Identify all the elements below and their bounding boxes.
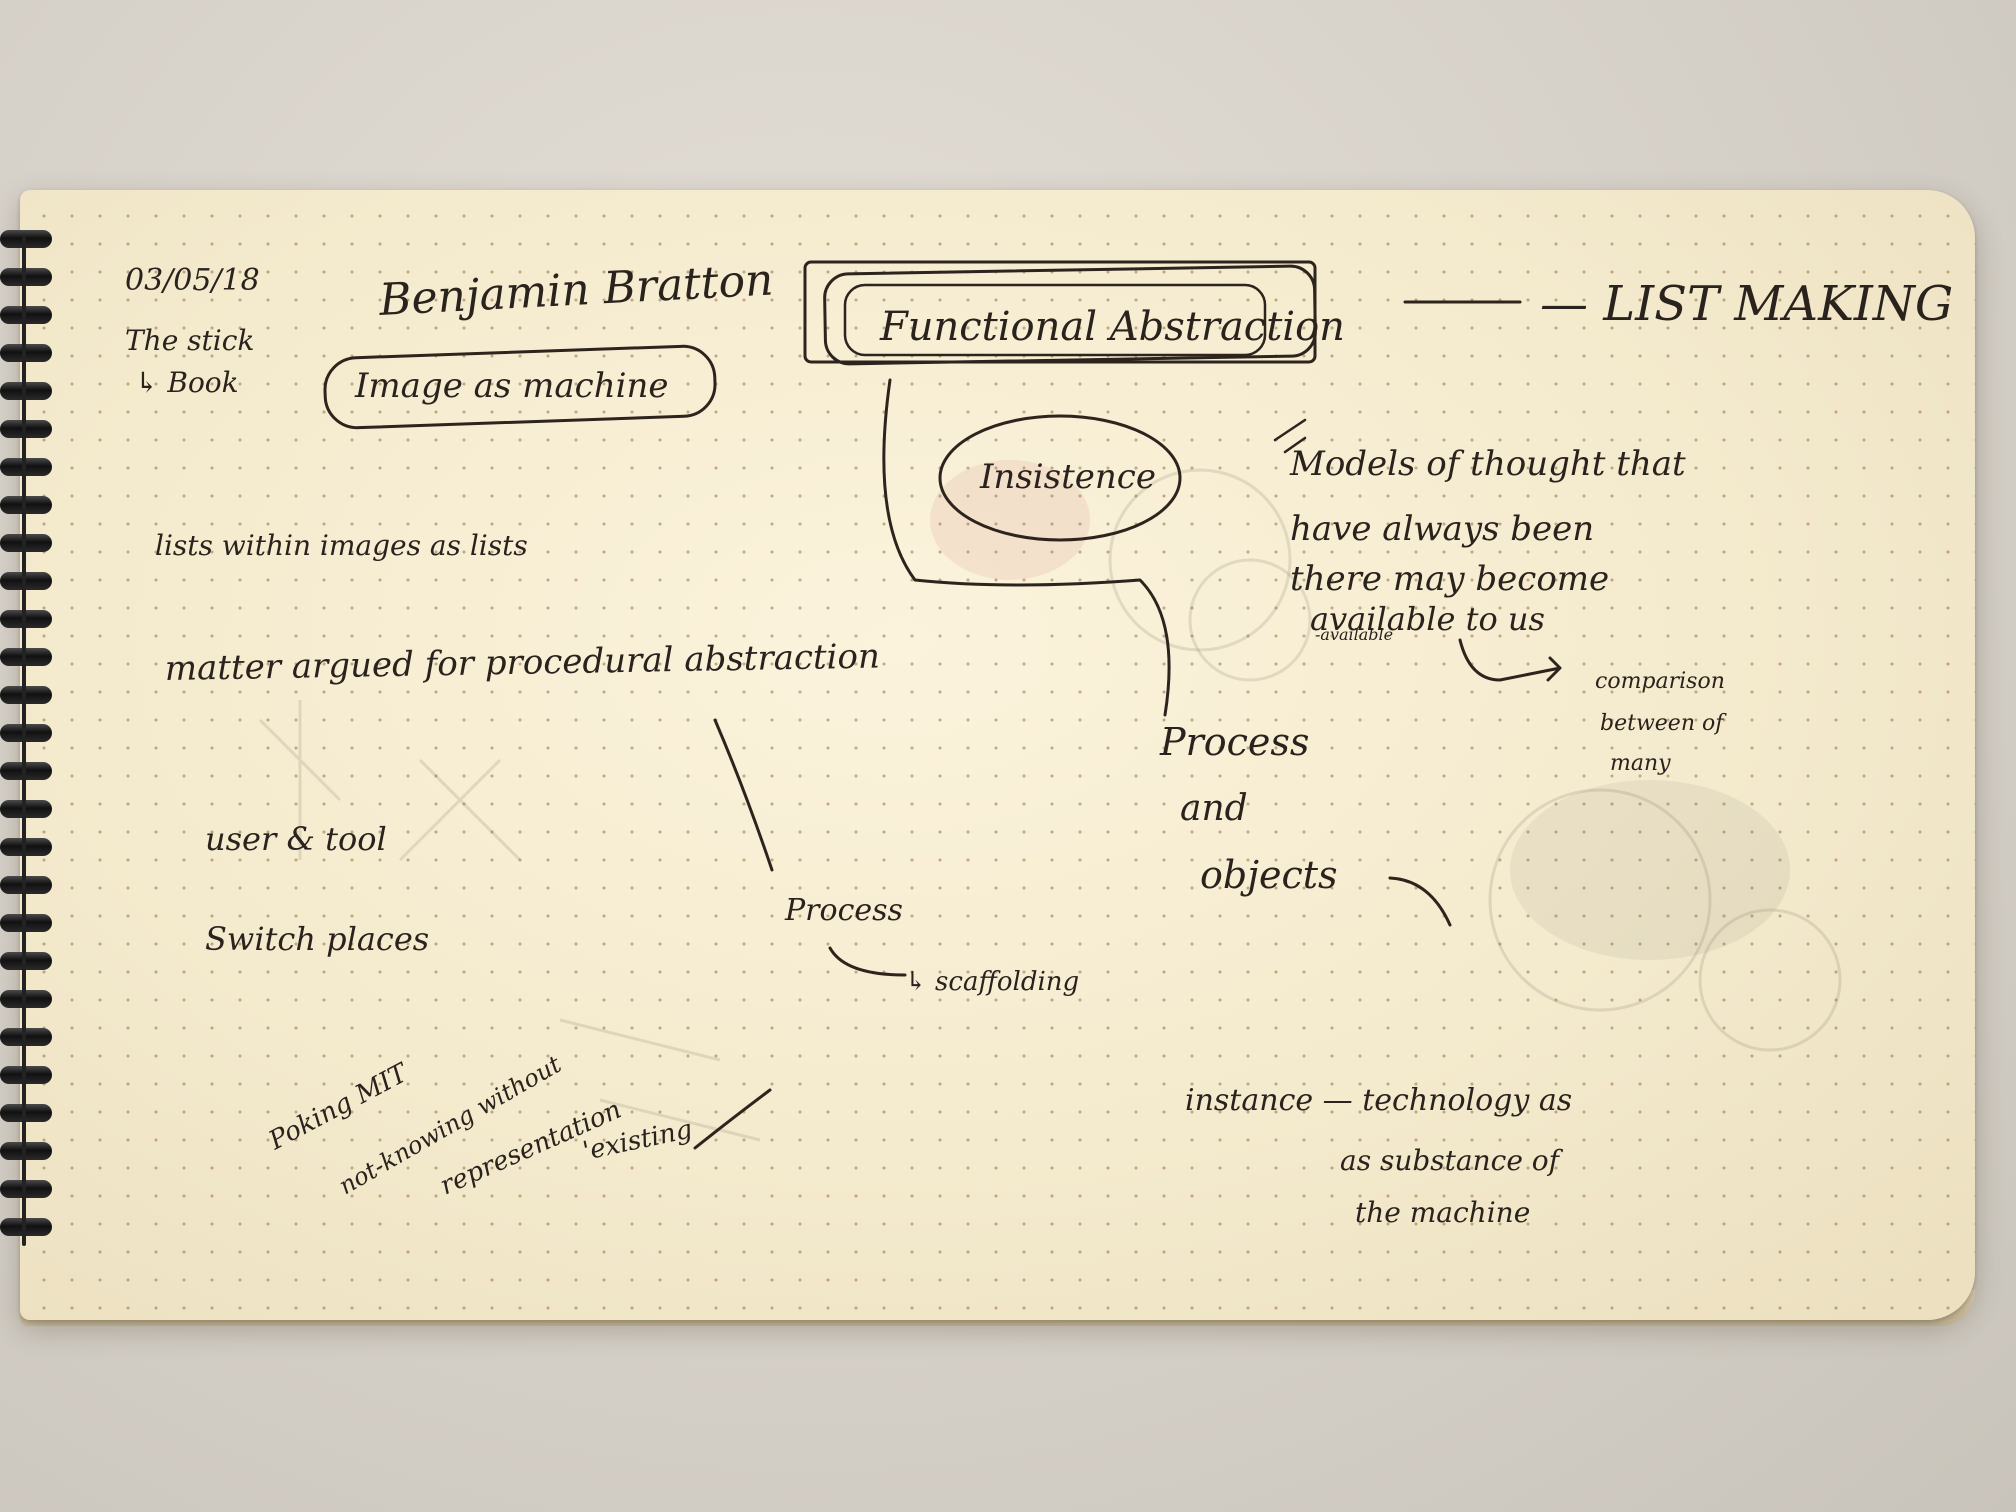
process-objects-line-3: objects bbox=[1200, 853, 1338, 897]
models-line-3: there may become bbox=[1290, 559, 1609, 599]
switch-places-text: Switch places bbox=[205, 920, 429, 958]
models-arrow bbox=[1458, 638, 1562, 682]
functional-abstraction-box bbox=[843, 283, 1267, 357]
models-line-1: Models of thought that bbox=[1289, 444, 1686, 484]
user-tool-text: user & tool bbox=[205, 820, 387, 858]
process-arrow bbox=[828, 946, 907, 977]
instance-line-1: instance — technology as bbox=[1185, 1083, 1572, 1118]
comparison-line-2: between of bbox=[1600, 711, 1727, 736]
instance-line-2: as substance of bbox=[1340, 1144, 1564, 1177]
comparison-line-3: many bbox=[1610, 751, 1671, 776]
comparison-line-1: comparison bbox=[1595, 669, 1725, 694]
author-name: Benjamin Bratton bbox=[377, 254, 775, 326]
spiral-binding bbox=[0, 230, 60, 1250]
insistence-bubble bbox=[938, 414, 1182, 542]
models-line-4: available to us bbox=[1310, 600, 1545, 638]
models-line-2: have always been bbox=[1290, 509, 1594, 549]
process-small-text: Process bbox=[784, 893, 903, 928]
functional-abstraction-inner-box bbox=[823, 264, 1317, 366]
notebook-page bbox=[20, 190, 1975, 1320]
procedural-connector-line bbox=[713, 718, 774, 872]
image-as-machine-text: Image as machine bbox=[354, 366, 669, 406]
procedural-abstraction-text: matter argued for procedural abstraction bbox=[164, 637, 880, 689]
date-label: 03/05/18 bbox=[125, 263, 260, 298]
margin-note-line-1: The stick bbox=[125, 324, 254, 357]
models-small-note: -available bbox=[1315, 625, 1393, 644]
process-objects-line-1: Process bbox=[1159, 720, 1309, 764]
lists-images-text: lists within images as lists bbox=[155, 529, 528, 562]
process-objects-line-2: and bbox=[1180, 788, 1248, 829]
author-topic-box bbox=[323, 344, 717, 430]
bleed-through-marks bbox=[258, 460, 1842, 1142]
list-making-heading: — LIST MAKING bbox=[1540, 276, 1953, 332]
objects-flourish bbox=[1388, 876, 1452, 927]
functional-connector-line bbox=[882, 378, 1171, 717]
making-flourish bbox=[693, 1088, 772, 1150]
binding-edge bbox=[22, 236, 26, 1246]
instance-line-3: the machine bbox=[1355, 1196, 1530, 1229]
margin-note-line-2: ↳ Book bbox=[135, 366, 239, 399]
insistence-text: Insistence bbox=[979, 457, 1156, 497]
functional-abstraction-text: Functional Abstraction bbox=[879, 304, 1345, 350]
models-tick-marks bbox=[1273, 418, 1307, 454]
process-small-sub: ↳ scaffolding bbox=[905, 967, 1079, 997]
